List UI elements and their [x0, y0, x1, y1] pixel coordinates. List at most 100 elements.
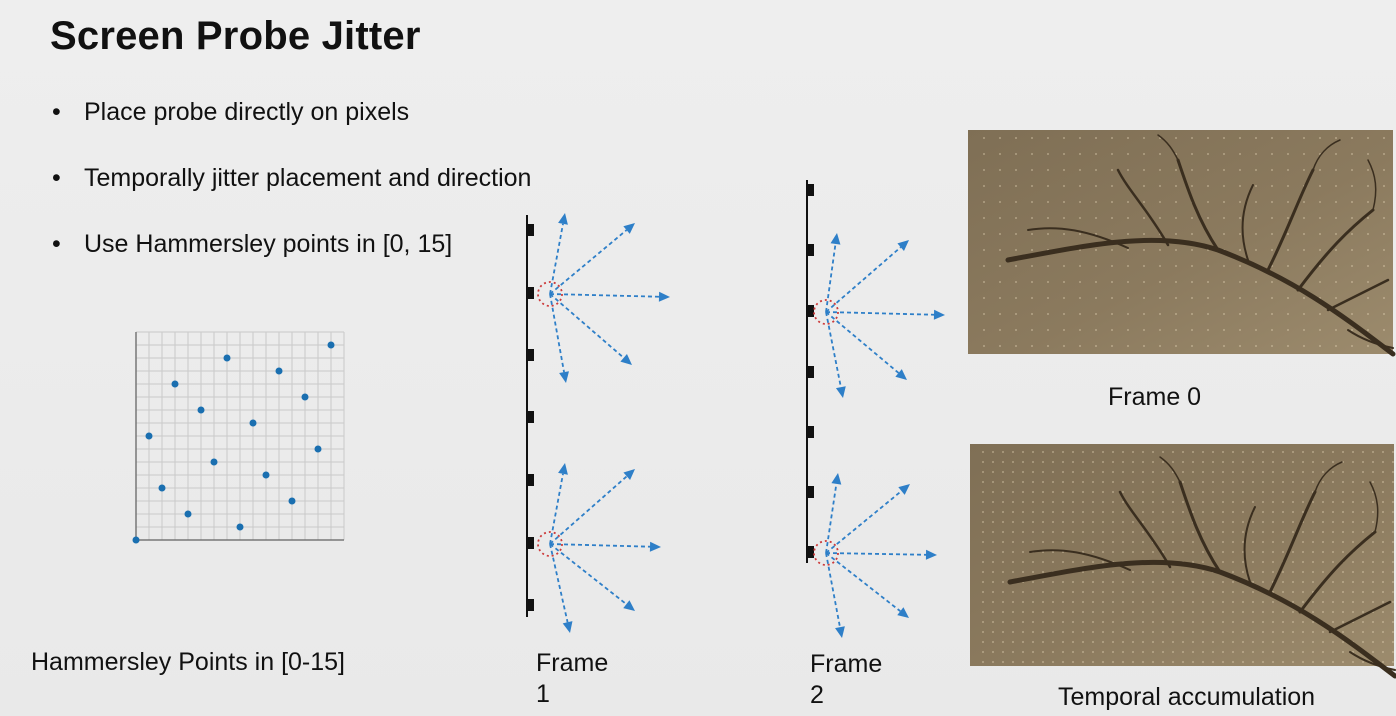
accumulation-caption: Temporal accumulation	[1058, 683, 1316, 711]
probe-dot	[1242, 521, 1244, 523]
probe-dot	[992, 481, 994, 483]
probe-dot	[1122, 631, 1124, 633]
probe-dot	[1127, 169, 1129, 171]
probe-dot	[1362, 461, 1364, 463]
probe-dot	[1202, 531, 1204, 533]
probe-dot	[1122, 501, 1124, 503]
probe-dot	[1052, 451, 1054, 453]
hammersley-grid	[132, 331, 345, 544]
probe-dot	[1362, 501, 1364, 503]
probe-dot	[1132, 531, 1134, 533]
probe-dot	[1262, 541, 1264, 543]
probe-dot	[1063, 233, 1065, 235]
probe-dot	[1382, 521, 1384, 523]
probe-dot	[1172, 521, 1174, 523]
probe-dot	[982, 541, 984, 543]
probe-dot	[1192, 611, 1194, 613]
arrowhead	[558, 213, 568, 225]
probe-dot	[1272, 451, 1274, 453]
probe-dot	[1335, 153, 1337, 155]
probe-dot	[1202, 471, 1204, 473]
probe-dot	[992, 531, 994, 533]
probe-dot	[1255, 329, 1257, 331]
probe-dot	[1152, 461, 1154, 463]
tree-branch	[1027, 227, 1129, 249]
pixel-marker	[527, 287, 534, 299]
probe-dot	[1302, 471, 1304, 473]
probe-dot	[1015, 265, 1017, 267]
probe-dot	[1212, 661, 1214, 663]
arrowhead	[933, 309, 945, 320]
ray-arrow	[825, 311, 900, 374]
probe-dot	[1312, 631, 1314, 633]
probe-dot	[1272, 541, 1274, 543]
probe-dot	[1352, 601, 1354, 603]
probe-dot	[1392, 611, 1394, 613]
probe-dot	[1212, 511, 1214, 513]
probe-dot	[1002, 601, 1004, 603]
probe-dot	[1335, 297, 1337, 299]
probe-dot	[1042, 511, 1044, 513]
probe-dot	[1112, 511, 1114, 513]
probe-dot	[1352, 651, 1354, 653]
probe-dot	[1112, 461, 1114, 463]
probe-dot	[1143, 345, 1145, 347]
probe-dot	[992, 631, 994, 633]
probe-dot	[1207, 297, 1209, 299]
probe-dot	[1162, 451, 1164, 453]
probe-dot	[1143, 169, 1145, 171]
probe-dot	[1282, 571, 1284, 573]
probe-dot	[1362, 661, 1364, 663]
probe-dot	[1172, 511, 1174, 513]
probe-dot	[982, 471, 984, 473]
probe-dot	[1062, 481, 1064, 483]
probe-dot	[1012, 621, 1014, 623]
probe-dot	[1142, 481, 1144, 483]
probe-dot	[1372, 641, 1374, 643]
probe-dot	[1159, 345, 1161, 347]
probe-dot	[1032, 491, 1034, 493]
probe-dot	[1272, 521, 1274, 523]
probe-dot	[1162, 571, 1164, 573]
probe-dot	[1182, 451, 1184, 453]
probe-dot	[1282, 471, 1284, 473]
probe-dot	[1142, 491, 1144, 493]
probe-dot	[1015, 185, 1017, 187]
probe-dot	[1112, 481, 1114, 483]
probe-dot	[1031, 297, 1033, 299]
probe-dot	[1072, 471, 1074, 473]
probe-dot	[1062, 501, 1064, 503]
arrowhead	[897, 240, 909, 251]
probe-dot	[1192, 621, 1194, 623]
probe-dot	[1332, 461, 1334, 463]
probe-dot	[1111, 313, 1113, 315]
probe-dot	[1242, 511, 1244, 513]
probe-dot	[1032, 451, 1034, 453]
arrowhead	[620, 354, 632, 365]
probe-dot	[1143, 185, 1145, 187]
probe-dot	[1222, 471, 1224, 473]
probe-dot	[1192, 641, 1194, 643]
probe-dot	[1095, 185, 1097, 187]
probe-dot	[1202, 651, 1204, 653]
probe-dot	[1212, 471, 1214, 473]
probe-dot	[1122, 451, 1124, 453]
probe-dot	[1002, 551, 1004, 553]
frame2-caption: Frame 2	[810, 649, 882, 711]
probe-dot	[1122, 521, 1124, 523]
probe-dot	[1332, 531, 1334, 533]
probe-dot	[1287, 185, 1289, 187]
tree-branch	[1116, 168, 1170, 247]
probe-dot	[1212, 491, 1214, 493]
probe-dot	[1239, 265, 1241, 267]
probe-dot	[1111, 153, 1113, 155]
probe-dot	[982, 561, 984, 563]
probe-dot	[1191, 185, 1193, 187]
probe-dot	[1162, 631, 1164, 633]
probe-dot	[1092, 581, 1094, 583]
probe-dot	[1292, 491, 1294, 493]
probe-dot	[1302, 461, 1304, 463]
probe-dot	[1383, 185, 1385, 187]
probe-dot	[1282, 551, 1284, 553]
probe-dot	[1312, 581, 1314, 583]
